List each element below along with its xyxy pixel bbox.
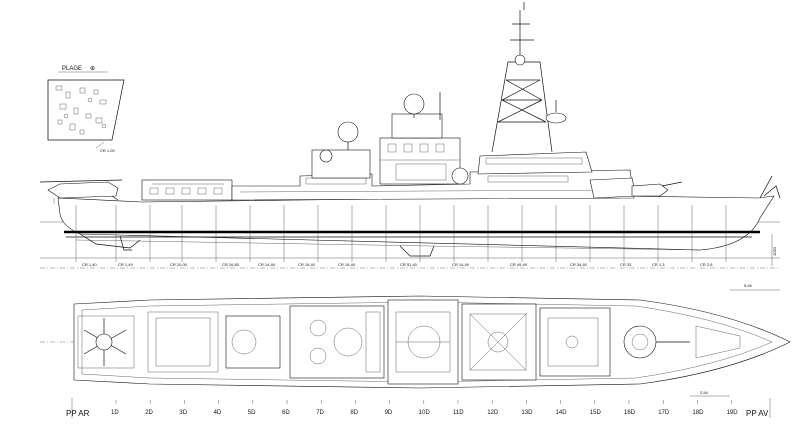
plan-dimension: 5,94: [730, 283, 780, 291]
scale-note: 2,54: [700, 390, 709, 395]
frame-end: PP AV: [746, 409, 769, 418]
station-label: 1D: [111, 410, 119, 416]
profile-label: CR 2,8: [700, 262, 713, 267]
profile-label: CR 14,49: [258, 262, 276, 267]
profile-label: CR 51,40: [400, 262, 418, 267]
station-label: 8D: [350, 410, 358, 416]
profile-label: CR 1,40: [82, 262, 97, 267]
station-label: 13D: [521, 410, 533, 416]
station-label: 9D: [385, 410, 393, 416]
station-label: 12D: [487, 410, 499, 416]
station-label: 6D: [282, 410, 290, 416]
profile-label: CR 34,40: [570, 262, 588, 267]
profile-station-labels: CR 1,40 CR 1,49 CR 10,00 CR 16,80 CR 14,…: [82, 262, 713, 267]
station-label: 10D: [419, 410, 431, 416]
plan-view: 2,54: [40, 295, 791, 397]
station-label: 17D: [658, 410, 670, 416]
beam-label: 5,94: [744, 283, 753, 288]
profile-label: CR 14,49: [452, 262, 470, 267]
station-label: 19D: [727, 410, 739, 416]
station-label: 11D: [453, 410, 464, 416]
station-label: 7D: [316, 410, 324, 416]
station-label: 2D: [145, 410, 153, 416]
inset-detail: PLAGE ⊕ CR 1,00: [47, 66, 125, 153]
inset-mark: ⊕: [90, 66, 95, 72]
station-label: 14D: [556, 410, 568, 416]
profile-label: CR 1,49: [118, 262, 133, 267]
profile-label: CR 10,00: [170, 262, 188, 267]
station-label: 3D: [179, 410, 187, 416]
station-label: 5D: [248, 410, 256, 416]
profile-view: 1050 CR 1,40 CR 1,49 CR 10,00 CR 16,80 C…: [39, 2, 781, 269]
profile-label: CR 33: [620, 262, 632, 267]
frame-start: PP AR: [66, 409, 90, 418]
station-ruler: PP AR PP AV 1D 2D 3D 4D 5D 6D 7D 8D 9D 10D 11D 12D 1…: [66, 398, 771, 418]
profile-label: CR 1,3: [652, 262, 665, 267]
inset-title: PLAGE: [62, 66, 82, 72]
bow-dimension-label: 1050: [772, 246, 777, 256]
svg-text:CR 1,00: CR 1,00: [100, 148, 115, 153]
profile-label: CR 16,40: [298, 262, 316, 267]
profile-label: CR 16,80: [222, 262, 240, 267]
station-label: 4D: [214, 410, 222, 416]
profile-label: CR 49,49: [510, 262, 528, 267]
station-label: 18D: [692, 410, 704, 416]
station-label: 15D: [590, 410, 602, 416]
station-label: 16D: [624, 410, 636, 416]
profile-label: CR 16,49: [338, 262, 356, 267]
